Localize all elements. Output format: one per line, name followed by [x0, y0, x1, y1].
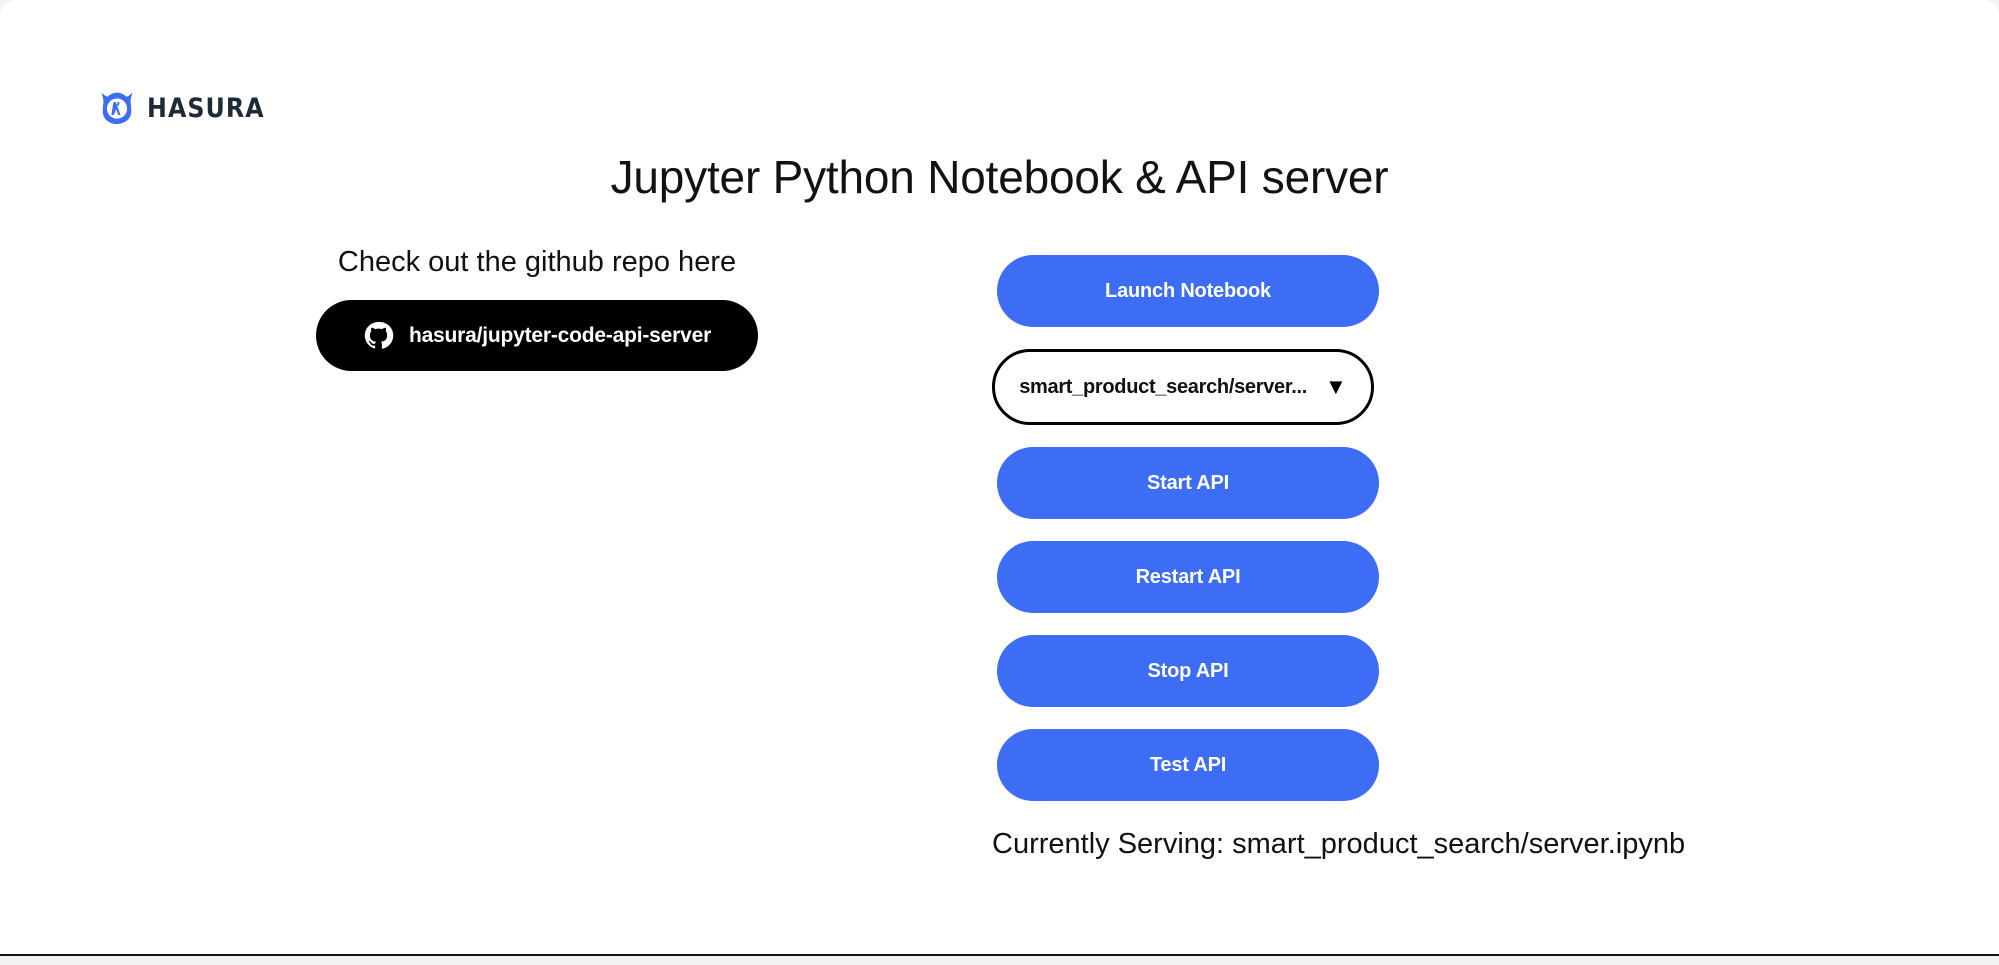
- stop-api-button[interactable]: Stop API: [997, 635, 1379, 707]
- test-api-button[interactable]: Test API: [997, 729, 1379, 801]
- page-title: Jupyter Python Notebook & API server: [610, 151, 1389, 203]
- github-repo-caption: Check out the github repo here: [337, 246, 737, 278]
- brand-wordmark: HASURA: [147, 92, 265, 124]
- notebook-select[interactable]: smart_product_search/server... ▼: [992, 349, 1374, 425]
- github-repo-button[interactable]: hasura/jupyter-code-api-server: [316, 300, 758, 371]
- github-repo-label: hasura/jupyter-code-api-server: [408, 323, 712, 347]
- notebook-select-value: smart_product_search/server...: [1019, 375, 1308, 398]
- github-repo-section: Check out the github repo here hasura/ju…: [316, 246, 758, 371]
- github-icon: [363, 320, 394, 351]
- restart-api-button[interactable]: Restart API: [997, 541, 1379, 613]
- brand-logo: HASURA: [98, 89, 281, 127]
- start-api-button[interactable]: Start API: [997, 447, 1379, 519]
- bottom-divider: [0, 954, 1999, 956]
- actions-panel: Launch Notebook smart_product_search/ser…: [992, 255, 1379, 823]
- chevron-down-icon: ▼: [1325, 374, 1347, 399]
- currently-serving-status: Currently Serving: smart_product_search/…: [992, 828, 1686, 860]
- hasura-lambda-shield-icon: [98, 89, 136, 127]
- launch-notebook-button[interactable]: Launch Notebook: [997, 255, 1379, 327]
